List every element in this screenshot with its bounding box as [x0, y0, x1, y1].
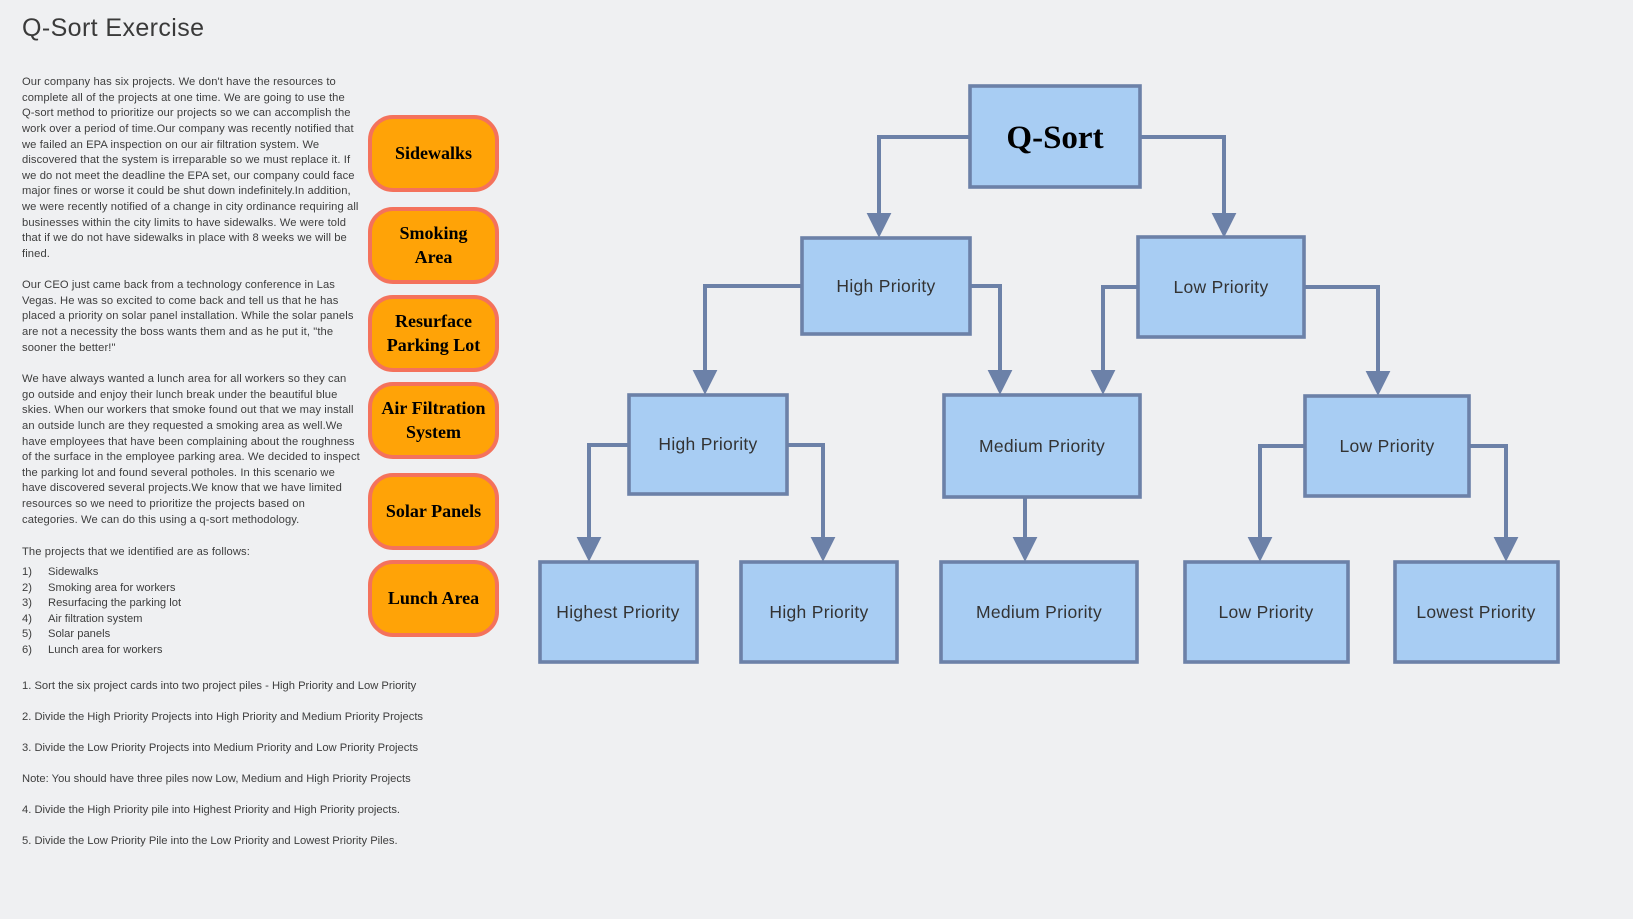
list-item: 6) Lunch area for workers — [22, 643, 360, 659]
instruction-step-5: 5. Divide the Low Priority Pile into the… — [22, 834, 398, 847]
project-list: 1) Sidewalks 2) Smoking area for workers 3… — [22, 565, 360, 659]
instruction-step-2: 2. Divide the High Priority Projects int… — [22, 710, 424, 723]
node-l3-high-priority[interactable]: High Priority — [627, 393, 789, 496]
node-l3-low-priority[interactable]: Low Priority — [1303, 394, 1471, 498]
list-item-label: Resurfacing the parking lot — [48, 597, 182, 610]
scenario-paragraph-2: Our CEO just came back from a technology… — [22, 279, 354, 354]
list-item-number: 4) — [22, 612, 32, 625]
list-item-label: Solar panels — [48, 628, 111, 641]
edge-l2-high-to-l3-medium — [970, 284, 1013, 395]
node-l4-lowest-box[interactable] — [1393, 560, 1560, 664]
node-l4-low-label: Low Priority — [1218, 602, 1313, 622]
instruction-step-1: 1. Sort the six project cards into two p… — [22, 680, 417, 692]
instruction-step-3: 3. Divide the Low Priority Projects into… — [22, 741, 419, 754]
node-l2-high-box[interactable] — [800, 236, 972, 336]
node-l3-medium-label: Medium Priority — [979, 436, 1105, 456]
edge-l2-high-to-l3-high — [692, 284, 802, 395]
node-l3-medium-priority[interactable]: Medium Priority — [942, 393, 1142, 499]
scenario-paragraph-1: Our company has six projects. We don't h… — [22, 76, 359, 260]
list-item-number: 5) — [22, 628, 32, 641]
list-item: 2) Smoking area for workers — [22, 581, 360, 597]
list-item-number: 6) — [22, 643, 32, 656]
list-item: 1) Sidewalks — [22, 565, 360, 581]
sorting-instructions: 1. Sort the six project cards into two p… — [22, 679, 582, 865]
project-card-resurface-parking-lot[interactable]: Resurface Parking Lot — [368, 295, 499, 372]
node-l4-highest-priority[interactable]: Highest Priority — [538, 560, 699, 664]
node-l4-highest-box[interactable] — [538, 560, 699, 664]
list-item-number: 1) — [22, 566, 32, 578]
list-item: 3) Resurfacing the parking lot — [22, 596, 360, 612]
list-item-number: 3) — [22, 597, 32, 610]
edge-l3-low-to-l4-low — [1247, 444, 1305, 562]
node-qsort: Q-Sort — [968, 84, 1142, 189]
project-card-smoking-area[interactable]: Smoking Area — [368, 207, 499, 284]
node-l4-medium-label: Medium Priority — [976, 602, 1102, 622]
list-item-label: Sidewalks — [48, 566, 99, 578]
node-l3-high-box[interactable] — [627, 393, 789, 496]
instruction-step-4: 4. Divide the High Priority pile into Hi… — [22, 803, 401, 816]
edge-l2-low-to-l3-low — [1304, 285, 1391, 396]
edge-qsort-to-l2-high — [866, 135, 970, 238]
node-l2-low-box[interactable] — [1136, 235, 1306, 339]
node-l2-high-label: High Priority — [836, 276, 935, 296]
project-card-air-filtration-system[interactable]: Air Filtration System — [368, 382, 499, 459]
edge-l3-high-to-l4-highest — [576, 443, 629, 562]
list-item-label: Air filtration system — [48, 612, 143, 625]
node-l4-medium-priority[interactable]: Medium Priority — [939, 560, 1139, 664]
list-item-number: 2) — [22, 581, 32, 594]
edge-l3-low-to-l4-lowest — [1469, 444, 1519, 562]
node-l4-high-label: High Priority — [769, 602, 868, 622]
list-item-label: Smoking area for workers — [48, 581, 176, 594]
edge-l2-low-to-l3-medium — [1090, 285, 1138, 395]
node-qsort-label: Q-Sort — [1006, 120, 1103, 156]
node-l3-low-label: Low Priority — [1339, 436, 1434, 456]
page-title: Q-Sort Exercise — [22, 14, 205, 42]
project-list-intro: The projects that we identified are as f… — [22, 546, 250, 559]
project-card-sidewalks[interactable]: Sidewalks — [368, 115, 499, 192]
node-l4-low-box[interactable] — [1183, 560, 1350, 664]
node-l4-lowest-label: Lowest Priority — [1416, 602, 1535, 622]
scenario-paragraph-3: We have always wanted a lunch area for a… — [22, 373, 360, 526]
node-l4-high-box[interactable] — [739, 560, 899, 664]
node-l4-highest-label: Highest Priority — [556, 602, 679, 622]
project-card-solar-panels[interactable]: Solar Panels — [368, 473, 499, 550]
project-card-lunch-area[interactable]: Lunch Area — [368, 560, 499, 637]
node-l4-low-priority[interactable]: Low Priority — [1183, 560, 1350, 664]
node-qsort-box — [968, 84, 1142, 189]
list-item: 5) Solar panels — [22, 627, 360, 643]
list-item-label: Lunch area for workers — [48, 643, 163, 656]
edge-l3-high-to-l4-high — [787, 443, 836, 562]
node-l3-low-box[interactable] — [1303, 394, 1471, 498]
list-item: 4) Air filtration system — [22, 612, 360, 628]
node-l3-medium-box[interactable] — [942, 393, 1142, 499]
node-l2-low-priority[interactable]: Low Priority — [1136, 235, 1306, 339]
node-l2-high-priority[interactable]: High Priority — [800, 236, 972, 336]
node-l4-lowest-priority[interactable]: Lowest Priority — [1393, 560, 1560, 664]
instruction-note: Note: You should have three piles now Lo… — [22, 772, 411, 785]
node-l2-low-label: Low Priority — [1173, 277, 1268, 297]
edge-qsort-to-l2-low — [1140, 135, 1237, 238]
node-l4-high-priority[interactable]: High Priority — [739, 560, 899, 664]
node-l3-high-label: High Priority — [658, 434, 757, 454]
node-l4-medium-box[interactable] — [939, 560, 1139, 664]
